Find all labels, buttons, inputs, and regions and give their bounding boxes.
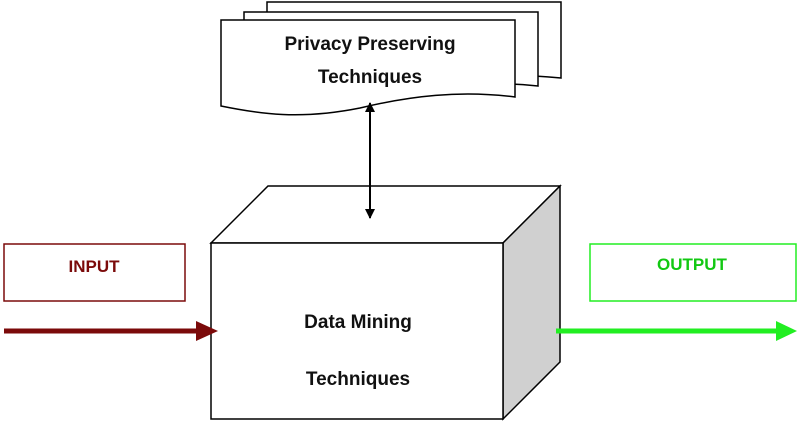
document-front	[220, 19, 516, 116]
output-arrow-head	[776, 321, 797, 341]
input-arrow-head	[196, 321, 218, 341]
input-box	[3, 243, 186, 302]
data-mining-cube: Data Mining Techniques	[209, 184, 562, 421]
input-label: INPUT	[69, 257, 121, 276]
input-group: INPUT	[3, 243, 218, 341]
cube-title-line2: Techniques	[306, 369, 410, 390]
documents-title-line1: Privacy Preserving	[284, 34, 455, 55]
cube-title-line1: Data Mining	[304, 312, 412, 333]
output-group: OUTPUT	[556, 243, 797, 341]
document-stack: Privacy Preserving Techniques	[220, 1, 562, 116]
output-label: OUTPUT	[657, 255, 728, 274]
cube-top-face	[209, 185, 562, 244]
output-box	[589, 243, 797, 302]
documents-title-line2: Techniques	[318, 67, 422, 88]
